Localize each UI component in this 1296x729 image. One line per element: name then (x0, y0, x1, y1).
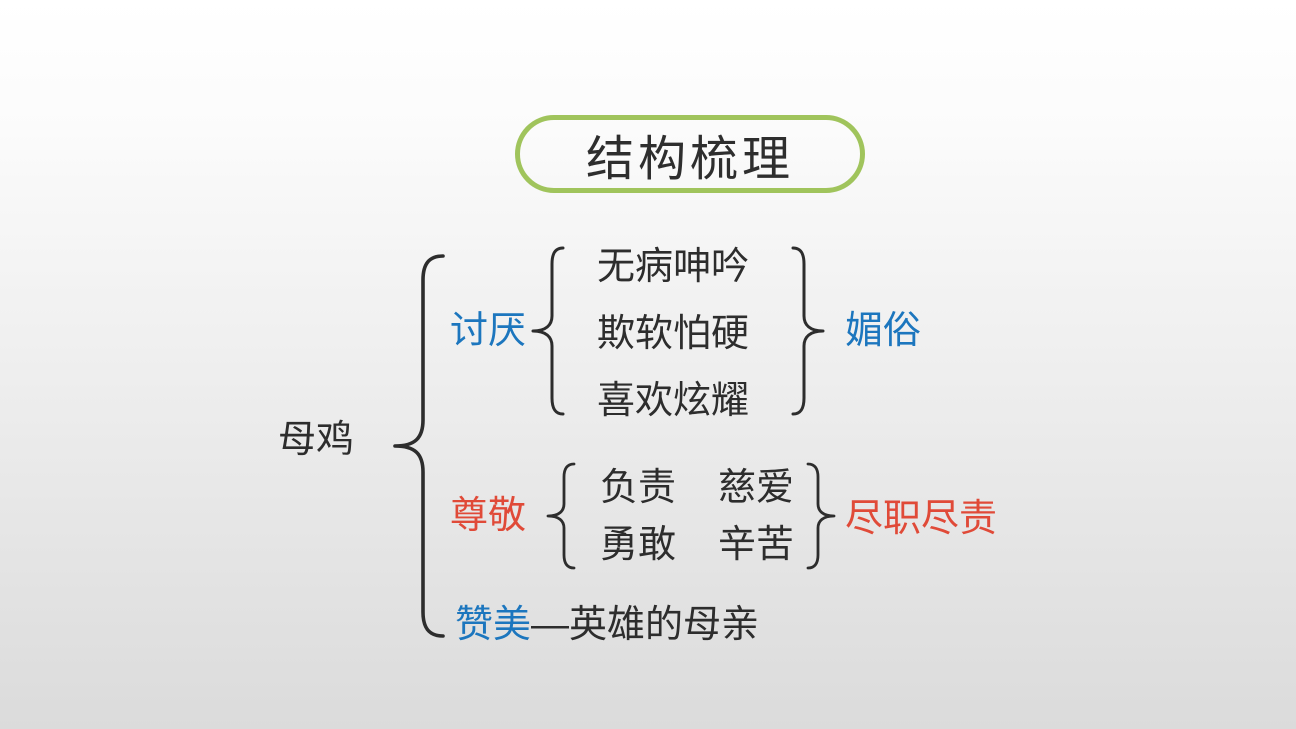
branch2-open-brace (546, 462, 576, 570)
branch2-attitude-label: 尊敬 (450, 495, 527, 537)
title-pill: 结构梳理 (515, 115, 865, 193)
branch1-item: 欺软怕硬 (597, 313, 750, 355)
root-brace (393, 254, 445, 638)
branch2-close-brace (806, 462, 836, 570)
branch2-item-row: 负责 慈爱 (600, 460, 794, 517)
branch2-item: 慈爱 (718, 467, 795, 509)
branch3-conclusion-label: 英雄的母亲 (569, 604, 760, 646)
branch3-line: 赞美—英雄的母亲 (455, 606, 759, 644)
branch1-item-list: 无病呻吟 欺软怕硬 喜欢炫耀 (597, 234, 749, 435)
branch2-item-grid: 负责 慈爱 勇敢 辛苦 (600, 460, 794, 574)
branch1-open-brace (531, 246, 565, 416)
branch1-item: 无病呻吟 (597, 246, 750, 288)
branch1-attitude-label: 讨厌 (450, 310, 527, 352)
branch2-item-row: 勇敢 辛苦 (600, 517, 794, 574)
branch1-summary-label: 媚俗 (845, 310, 922, 352)
root-label: 母鸡 (278, 419, 355, 461)
branch1-item: 喜欢炫耀 (597, 380, 750, 422)
page-title: 结构梳理 (585, 133, 794, 186)
branch2-summary-label: 尽职尽责 (845, 498, 998, 540)
branch3-dash: — (531, 604, 570, 646)
branch2-item: 勇敢 (600, 524, 677, 566)
branch2-item: 辛苦 (718, 524, 795, 566)
branch2-item: 负责 (600, 467, 677, 509)
branch3-attitude-label: 赞美 (455, 604, 532, 646)
branch1-close-brace (791, 246, 825, 416)
